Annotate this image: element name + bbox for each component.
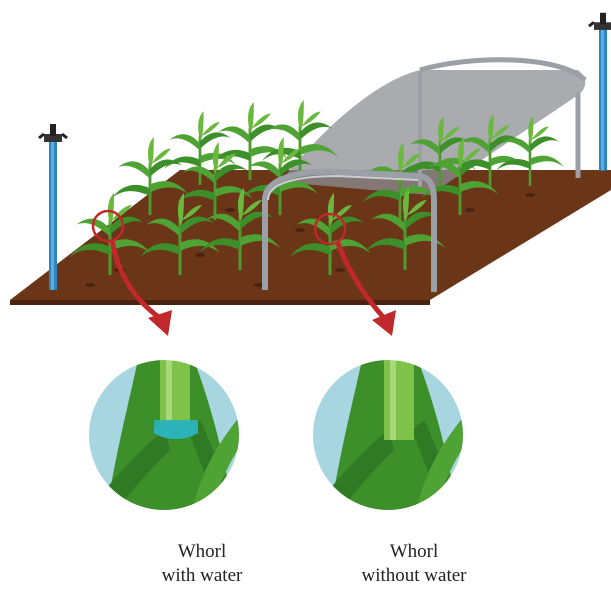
highlight-ring-left <box>91 209 125 243</box>
caption-left-line1: Whorl <box>177 541 227 562</box>
highlight-ring-right <box>313 212 347 246</box>
sprinkler-right-icon <box>587 11 611 172</box>
caption-right-line2: without water <box>361 565 467 586</box>
caption-without-water: Whorl without water <box>304 540 524 588</box>
caption-left-line2: with water <box>161 565 243 586</box>
whorl-with-water <box>87 358 241 512</box>
magnify-arrow-left-icon <box>109 239 172 336</box>
caption-right-line1: Whorl <box>389 541 439 562</box>
magnify-arrow-right-icon <box>335 242 396 336</box>
whorl-without-water <box>311 358 465 512</box>
caption-with-water: Whorl with water <box>92 540 312 588</box>
shelter-front-frame <box>262 168 437 292</box>
rain-shelter-icon <box>280 57 587 195</box>
